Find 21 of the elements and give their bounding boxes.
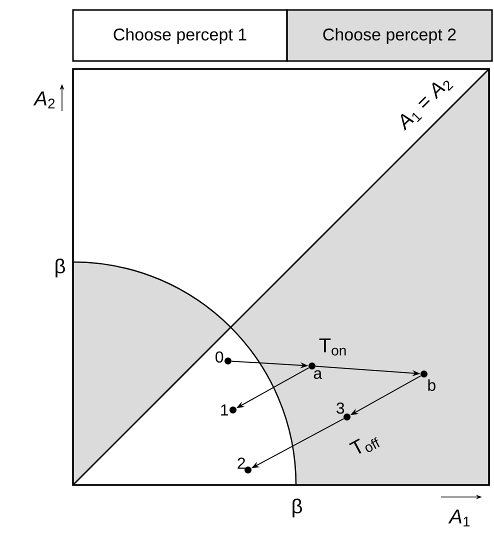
axis-label: A$_{1}$ — [448, 510, 470, 526]
axis-label: A$_{2}$ — [33, 92, 55, 108]
data-point: 2 — [238, 458, 252, 474]
data-point: 3 — [336, 402, 350, 420]
node-label: b — [428, 379, 436, 391]
node-label: 2 — [238, 458, 245, 469]
data-point: b — [420, 370, 436, 391]
legend-box: Choose percept 1 — [72, 9, 288, 62]
legend-box: Choose percept 2 — [286, 9, 493, 62]
tick-label: β — [56, 258, 65, 278]
data-point: 1 — [221, 404, 236, 416]
node-label: 3 — [336, 402, 344, 414]
data-point: 0 — [216, 351, 232, 364]
time-label: T$_{on}$ — [319, 338, 346, 356]
tick-label: β — [292, 498, 302, 518]
time-label: T$_{off}$ — [349, 437, 380, 454]
data-point: a — [308, 362, 322, 379]
node-label: a — [314, 370, 322, 379]
node-label: 1 — [221, 404, 228, 416]
diagonal-label: A$_{1}$ = A$_{2}$ — [400, 80, 454, 131]
node-label: 0 — [216, 351, 224, 363]
